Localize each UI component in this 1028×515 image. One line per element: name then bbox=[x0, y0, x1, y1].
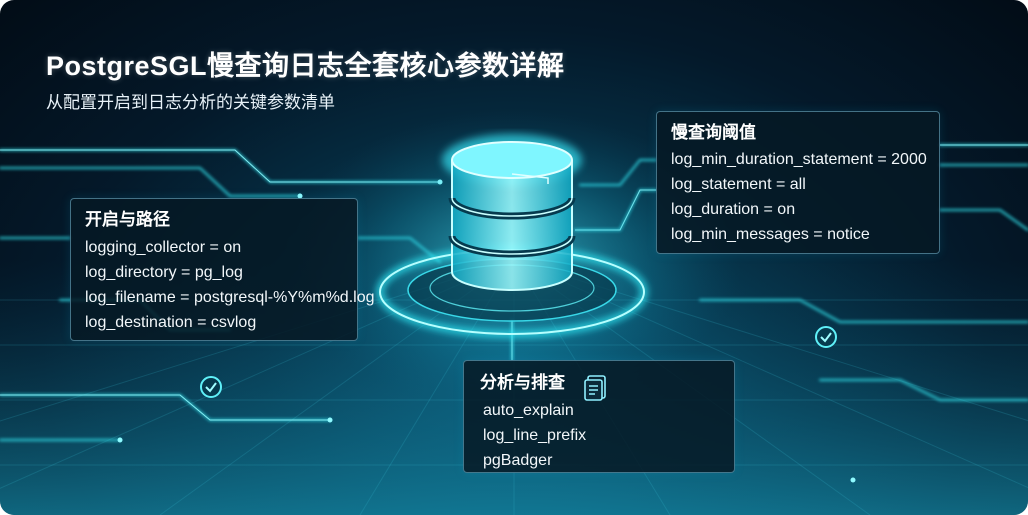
page-title: PostgreSGL慢查询日志全套核心参数详解 bbox=[46, 51, 565, 81]
enable-and-path-panel: 开启与路径 logging_collector = on log_directo… bbox=[70, 198, 375, 341]
slow-query-threshold-panel: 慢查询阈值 log_min_duration_statement = 2000 … bbox=[656, 111, 940, 254]
page-subtitle: 从配置开启到日志分析的关键参数清单 bbox=[46, 93, 335, 112]
param-line: auto_explain bbox=[483, 402, 574, 419]
location-pin-icon bbox=[200, 376, 222, 398]
panel-heading: 开启与路径 bbox=[85, 210, 170, 229]
param-line: log_min_duration_statement = 2000 bbox=[671, 151, 927, 168]
param-line: log_line_prefix bbox=[483, 427, 587, 444]
param-line: pgBadger bbox=[483, 452, 553, 469]
param-line: logging_collector = on bbox=[85, 239, 242, 256]
param-line: log_destination = csvlog bbox=[85, 314, 257, 331]
database-icon bbox=[442, 134, 582, 291]
panel-heading: 分析与排查 bbox=[480, 373, 565, 392]
param-line: log_directory = pg_log bbox=[85, 264, 243, 281]
analysis-panel: 分析与排查 auto_explain log_line_prefix pgBad… bbox=[463, 360, 735, 473]
panel-heading: 慢查询阈值 bbox=[671, 123, 756, 142]
param-line: log_min_messages = notice bbox=[671, 226, 870, 243]
location-pin-icon bbox=[815, 326, 837, 348]
param-line: log_statement = all bbox=[671, 176, 806, 193]
param-line: log_duration = on bbox=[671, 201, 796, 218]
param-line: log_filename = postgresql-%Y%m%d.log bbox=[85, 289, 375, 306]
document-list-icon bbox=[584, 375, 606, 401]
